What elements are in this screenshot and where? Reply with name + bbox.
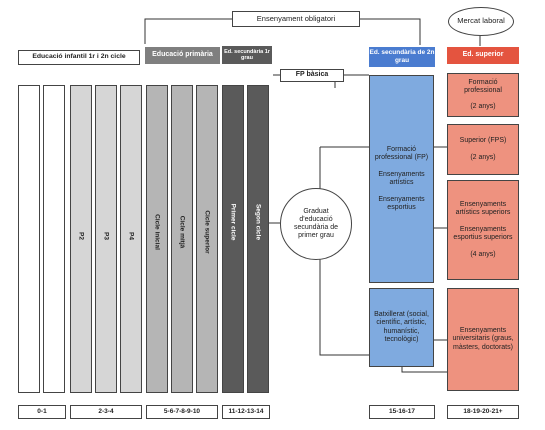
- primaria-col-inicial: [146, 85, 168, 393]
- label-p4: P4: [127, 232, 135, 240]
- header-fp-basica: FP bàsica: [280, 69, 344, 82]
- label-cicle-inicial: Cicle inicial: [153, 214, 161, 250]
- label-cicle-mitja: Cicle mitjà: [178, 215, 186, 249]
- secondary-block-fp: Formació professional (FP) Ensenyaments …: [369, 75, 434, 283]
- header-eso: Ed. secundària 1r grau: [222, 46, 272, 64]
- compulsory-education-label: Ensenyament obligatori: [232, 11, 360, 27]
- age-18-plus: 18-19-20-21+: [447, 405, 519, 419]
- age-15-17: 15-16-17: [369, 405, 435, 419]
- infant-col-p4: [120, 85, 142, 393]
- infant-col-0-1a: [18, 85, 40, 393]
- eso-col-primer: [222, 85, 244, 393]
- header-primaria: Educació primària: [145, 47, 220, 64]
- secondary-block-batxillerat: Batxillerat (social, científic, artístic…: [369, 288, 434, 367]
- age-5-10: 5-6-7-8-9-10: [146, 405, 218, 419]
- superior-block-artistics: Ensenyaments artístics superiors Ensenya…: [447, 180, 519, 280]
- infant-col-p3: [95, 85, 117, 393]
- labour-market-label: Mercat laboral: [448, 7, 514, 36]
- age-0-1: 0-1: [18, 405, 66, 419]
- eso-col-segon: [247, 85, 269, 393]
- label-primer-cicle: Primer cicle: [229, 203, 237, 241]
- superior-block-fp: Formació professional (2 anys): [447, 73, 519, 117]
- header-infant: Educació infantil 1r i 2n cicle: [18, 50, 140, 65]
- superior-block-universitaris: Ensenyaments universitaris (graus, màste…: [447, 288, 519, 391]
- superior-block-fps: Superior (FPS) (2 anys): [447, 124, 519, 175]
- infant-col-0-1b: [43, 85, 65, 393]
- age-2-4: 2-3-4: [70, 405, 142, 419]
- label-p3: P3: [102, 232, 110, 240]
- primaria-col-mitja: [171, 85, 193, 393]
- primaria-col-superior: [196, 85, 218, 393]
- label-cicle-superior: Cicle superior: [203, 210, 211, 254]
- infant-col-p2: [70, 85, 92, 393]
- age-11-14: 11-12-13-14: [222, 405, 270, 419]
- header-secundaria2: Ed. secundària de 2n grau: [369, 47, 435, 67]
- label-p2: P2: [77, 232, 85, 240]
- header-superior: Ed. superior: [447, 47, 519, 64]
- graduat-circle: Graduat d'educació secundària de primer …: [280, 188, 352, 260]
- label-segon-cicle: Segon cicle: [254, 203, 262, 241]
